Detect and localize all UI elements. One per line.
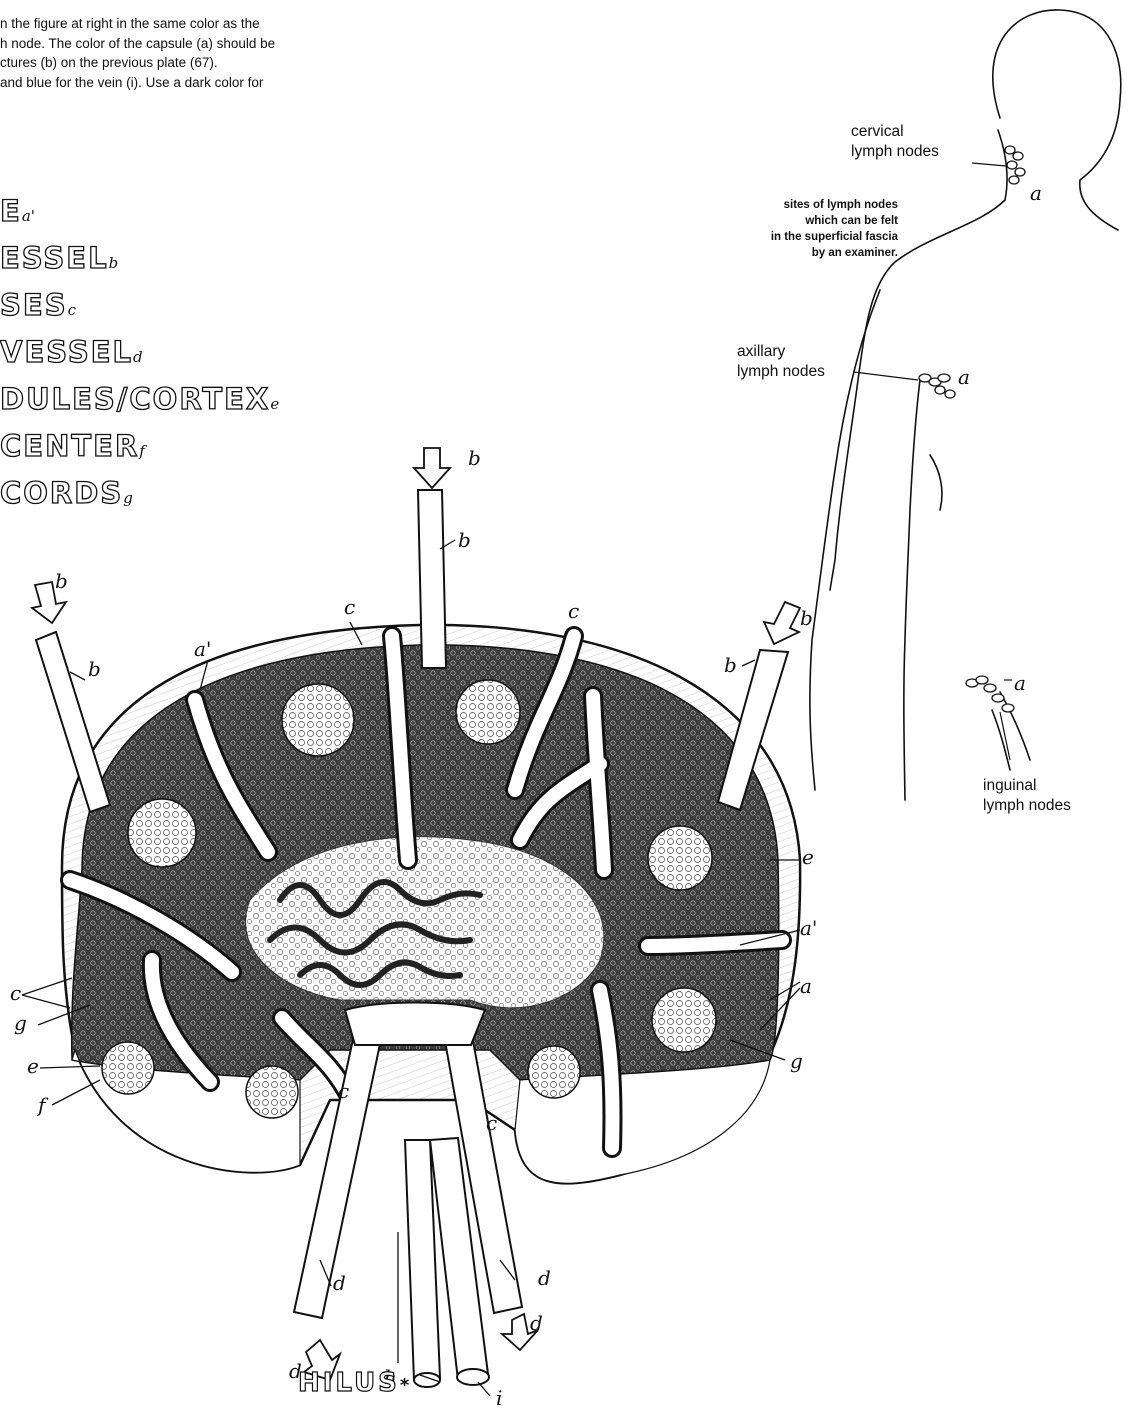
germinal-center — [102, 1042, 154, 1094]
label-a: a — [800, 974, 812, 998]
germinal-center — [246, 1066, 298, 1118]
torso-center — [930, 455, 942, 510]
germinal-center — [652, 988, 716, 1052]
label-b: b — [468, 446, 481, 470]
germinal-center — [282, 684, 354, 756]
label-c: c — [10, 981, 21, 1005]
palpable-sites-note: sites of lymph nodes which can be felt i… — [640, 197, 898, 261]
label-c: c — [486, 1111, 497, 1135]
label-a: a — [1014, 671, 1026, 695]
label-b: b — [458, 528, 471, 552]
label-i: i — [496, 1386, 502, 1408]
label-b: b — [88, 657, 101, 681]
label-d: d — [538, 1266, 551, 1290]
cervical-lymph-nodes-label: cervical lymph nodes — [851, 122, 939, 162]
germinal-center — [128, 799, 196, 867]
label-c: c — [344, 595, 355, 619]
torso-left — [904, 380, 920, 800]
inguinal-lymph-nodes-label: inguinal lymph nodes — [983, 776, 1071, 816]
label-f: f — [36, 1093, 49, 1117]
label-d: d — [333, 1271, 346, 1295]
label-b: b — [800, 606, 813, 630]
label-d: d — [530, 1311, 543, 1335]
afferent-vessel — [418, 490, 446, 668]
label-c: c — [338, 1079, 349, 1103]
head-outline — [993, 10, 1121, 230]
label-e: e — [27, 1054, 39, 1078]
efferent-trunk — [345, 1003, 485, 1046]
label-e: e — [802, 845, 814, 869]
down-arrow-icon — [764, 602, 800, 644]
germinal-center — [456, 680, 520, 744]
label-a-prime: a' — [800, 916, 817, 940]
hilus-label: HILUS* — [298, 1368, 412, 1398]
label-g: g — [790, 1049, 803, 1073]
label-b: b — [55, 569, 68, 593]
label-c: c — [568, 599, 579, 623]
down-arrow-icon — [414, 448, 450, 488]
germinal-center — [648, 826, 712, 890]
label-a-prime: a' — [194, 637, 211, 661]
axillary-lymph-nodes-label: axillary lymph nodes — [737, 342, 825, 382]
vein-lumen — [457, 1369, 489, 1385]
label-g: g — [14, 1011, 27, 1035]
label-a: a — [958, 365, 970, 389]
label-a: a — [1030, 181, 1042, 205]
body-lymph-node-clusters — [919, 146, 1025, 712]
lymph-node-diagram: b b b b b b c c c c c a' a' a e e f g g … — [10, 446, 817, 1408]
germinal-center — [528, 1046, 580, 1098]
body-letter-labels: a a a — [958, 181, 1042, 695]
afferent-arrows — [32, 448, 800, 644]
label-b: b — [724, 653, 737, 677]
